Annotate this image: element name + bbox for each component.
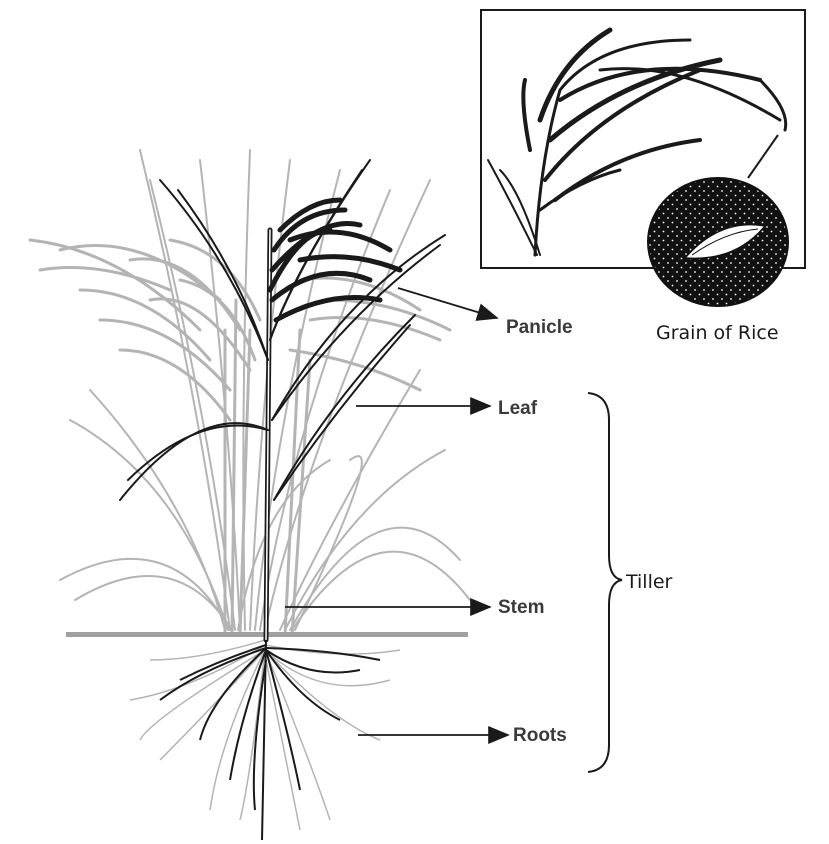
grain-of-rice-label: Grain of Rice xyxy=(656,322,779,344)
tiller-label: Tiller xyxy=(625,571,673,593)
dark-roots xyxy=(160,640,380,840)
background-tillers xyxy=(30,150,470,635)
panicle-label: Panicle xyxy=(506,317,573,338)
leaf-label: Leaf xyxy=(498,398,538,419)
inset-panicle xyxy=(481,10,805,306)
dark-panicle xyxy=(270,200,400,320)
roots-label: Roots xyxy=(513,725,567,746)
stem-label: Stem xyxy=(498,597,544,618)
dark-leaves xyxy=(120,160,445,500)
main-tiller xyxy=(120,160,445,640)
tiller-brace xyxy=(588,393,622,772)
